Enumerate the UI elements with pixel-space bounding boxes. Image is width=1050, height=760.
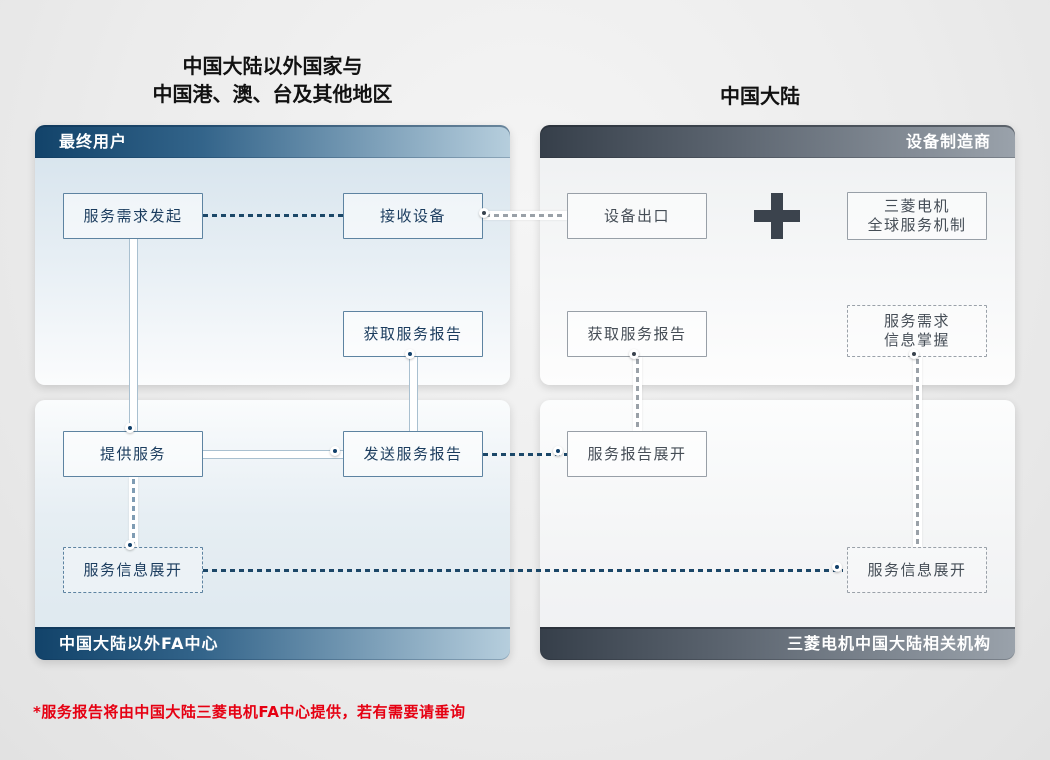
- box-service-info-right: 服务信息展开: [847, 547, 987, 593]
- box-service-request-label: 服务需求发起: [83, 206, 183, 225]
- panel-end-user-header-label: 最终用户: [59, 132, 128, 151]
- dot-getreport-bottom: [405, 349, 415, 359]
- box-demand-info-line2: 信息掌握: [883, 331, 950, 349]
- panel-end-user-header: 最终用户: [35, 125, 510, 158]
- box-send-report-label: 发送服务报告: [363, 444, 463, 463]
- box-send-report: 发送服务报告: [343, 431, 483, 477]
- box-equipment-export: 设备出口: [567, 193, 707, 239]
- box-mitsubishi-global-line1: 三菱电机: [883, 197, 950, 215]
- panel-overseas-fa-center-footer-label: 中国大陆以外FA中心: [59, 634, 219, 653]
- dot-receive-export: [479, 208, 489, 218]
- box-equipment-export-label: 设备出口: [603, 206, 670, 225]
- connector-receive-to-export: [483, 211, 567, 220]
- box-receive-equipment-label: 接收设备: [379, 206, 446, 225]
- dot-infoexpand-left-top: [125, 540, 135, 550]
- connector-request-to-receive: [203, 214, 343, 217]
- dot-reportexpand-left: [553, 446, 563, 456]
- panel-overseas-fa-center-footer: 中国大陆以外FA中心: [35, 627, 510, 660]
- box-provide-service: 提供服务: [63, 431, 203, 477]
- column-title-mainland: 中国大陆: [720, 84, 800, 108]
- connector-provide-to-send: [203, 450, 343, 459]
- box-service-info-right-label: 服务信息展开: [867, 560, 967, 579]
- box-provide-service-label: 提供服务: [99, 444, 166, 463]
- panel-equipment-manufacturer-header: 设备制造商: [540, 125, 1015, 158]
- dot-getreportright-bottom: [629, 349, 639, 359]
- box-service-info-left: 服务信息展开: [63, 547, 203, 593]
- dot-demandinfo-bottom: [909, 349, 919, 359]
- panel-mainland-org-footer: 三菱电机中国大陆相关机构: [540, 627, 1015, 660]
- box-report-expand-label: 服务报告展开: [587, 444, 687, 463]
- footnote: *服务报告将由中国大陆三菱电机FA中心提供，若有需要请垂询: [33, 703, 466, 721]
- column-title-overseas-line1: 中国大陆以外国家与: [182, 54, 363, 78]
- connector-provide-to-infoexpand: [129, 477, 138, 547]
- panel-equipment-manufacturer-header-label: 设备制造商: [905, 132, 991, 151]
- connector-getreport-to-sendreport: [409, 357, 418, 431]
- plus-icon: [754, 193, 800, 239]
- connector-getreportright-to-reportexpand: [633, 357, 642, 431]
- box-service-request: 服务需求发起: [63, 193, 203, 239]
- box-demand-info-line1: 服务需求: [883, 312, 950, 330]
- dot-send-left: [330, 446, 340, 456]
- dot-inforight-left: [832, 562, 842, 572]
- box-get-report-left-label: 获取服务报告: [363, 324, 463, 343]
- box-mitsubishi-global: 三菱电机 全球服务机制: [847, 192, 987, 240]
- box-receive-equipment: 接收设备: [343, 193, 483, 239]
- box-mitsubishi-global-line2: 全球服务机制: [867, 216, 967, 234]
- box-service-info-left-label: 服务信息展开: [83, 560, 183, 579]
- column-title-overseas-line2: 中国港、澳、台及其他地区: [152, 82, 393, 106]
- dot-provide-top: [125, 423, 135, 433]
- panel-end-user: 最终用户: [35, 125, 510, 385]
- column-title-overseas: 中国大陆以外国家与 中国港、澳、台及其他地区: [35, 52, 510, 108]
- box-report-expand: 服务报告展开: [567, 431, 707, 477]
- connector-request-to-provide: [129, 239, 138, 431]
- box-get-report-right-label: 获取服务报告: [587, 324, 687, 343]
- connector-demandinfo-to-inforight: [913, 357, 922, 547]
- connector-send-to-reportexpand: [483, 453, 567, 456]
- panel-mainland-org-footer-label: 三菱电机中国大陆相关机构: [786, 634, 991, 653]
- connector-infoexpand-left-to-right: [203, 569, 843, 572]
